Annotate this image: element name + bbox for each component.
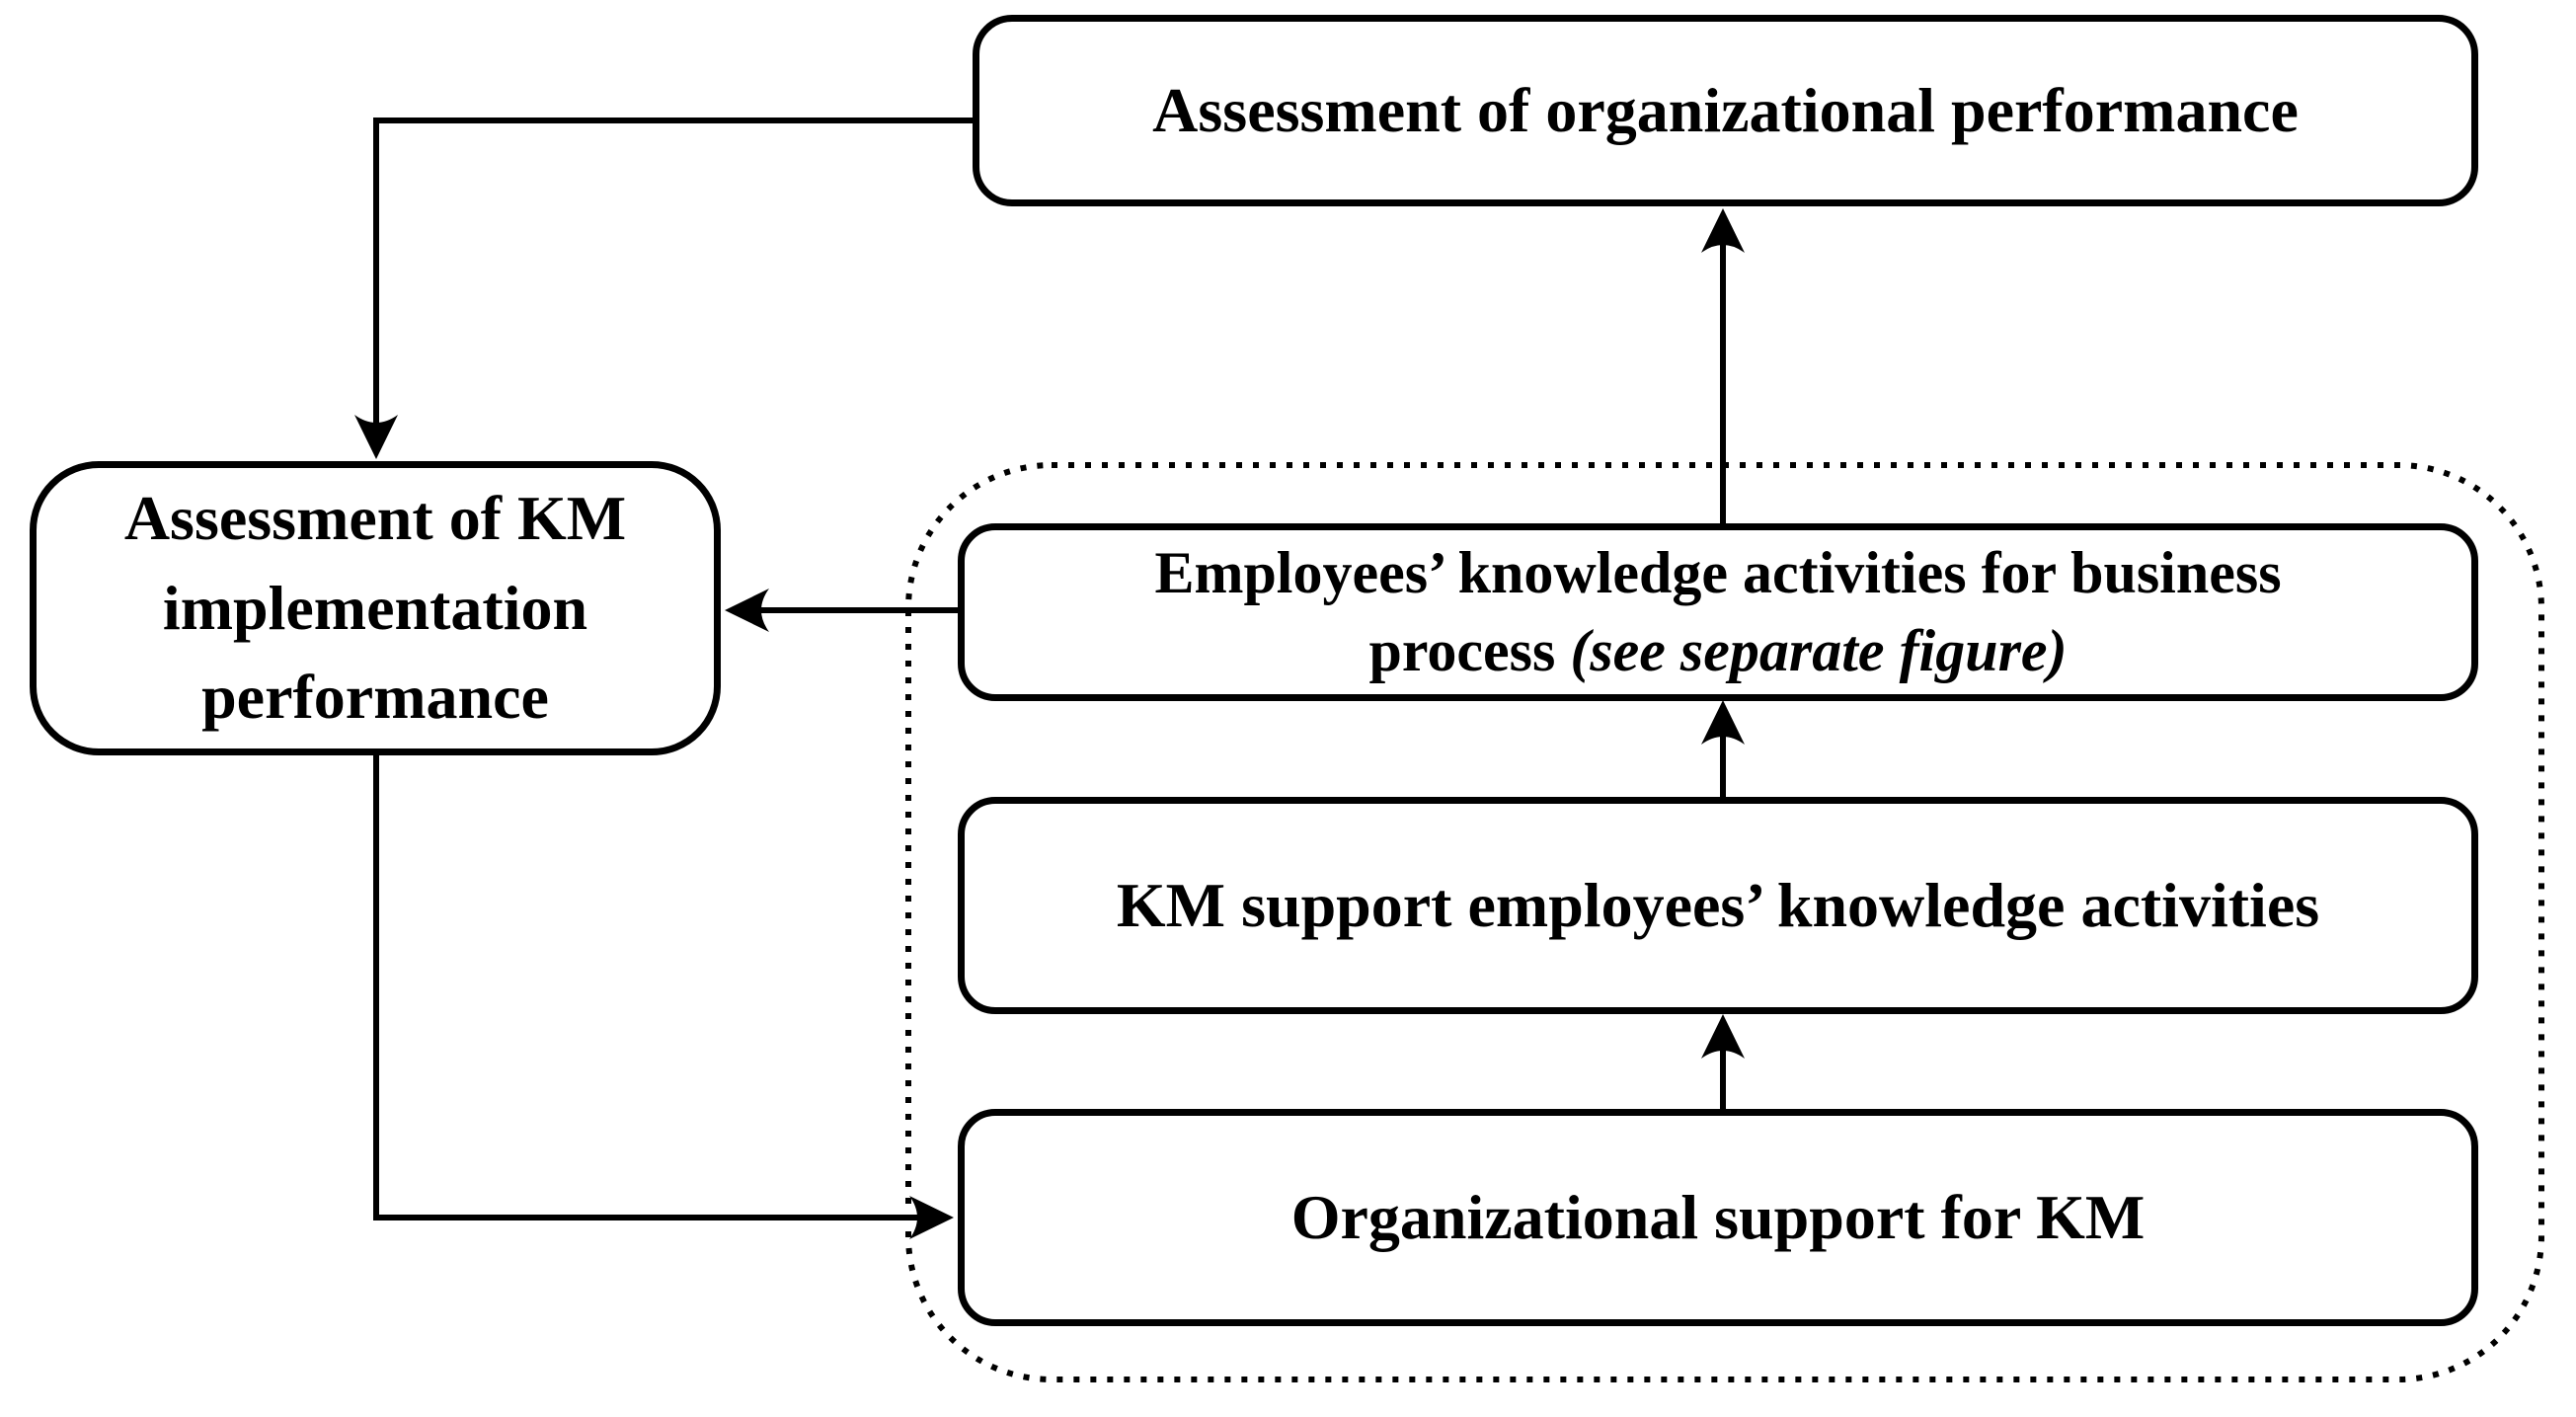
arrowhead-up-icon — [1701, 700, 1745, 745]
arrow-employees-to-kmimpl — [725, 589, 958, 632]
box-label: Assessment of KM implementation performa… — [124, 474, 626, 744]
arrowhead-up-icon — [1701, 208, 1745, 253]
box-label-line: implementation — [162, 572, 588, 643]
box-label: Organizational support for KM — [1290, 1182, 2146, 1252]
arrowhead-left-icon — [725, 589, 769, 632]
box-assessment-of-km-implementation-performance: Assessment of KM implementation performa… — [30, 461, 721, 755]
box-label-line: Employees’ knowledge activities for busi… — [1154, 539, 2282, 605]
box-label: Employees’ knowledge activities for busi… — [1154, 534, 2281, 690]
box-label-line: performance — [201, 662, 549, 733]
arrowhead-up-icon — [1701, 1014, 1745, 1059]
box-label-line: process (see separate figure) — [1154, 612, 2281, 690]
arrow-employees-to-orgperf — [1701, 208, 1745, 523]
arrow-orgsupport-to-kmsupport — [1701, 1014, 1745, 1109]
box-employees-knowledge-activities: Employees’ knowledge activities for busi… — [958, 523, 2478, 701]
box-label-line-italic: (see separate figure) — [1570, 618, 2068, 683]
box-assessment-of-organizational-performance: Assessment of organizational performance — [973, 15, 2478, 206]
arrowhead-down-icon — [354, 415, 398, 459]
arrow-orgperf-to-kmimpl — [354, 118, 973, 459]
box-label-line-normal: process — [1368, 618, 1571, 683]
arrow-kmimpl-to-orgsupport — [373, 755, 954, 1239]
box-km-support-employees-knowledge-activities: KM support employees’ knowledge activiti… — [958, 797, 2478, 1014]
arrowhead-right-icon — [909, 1196, 954, 1239]
box-label: Assessment of organizational performance — [1152, 75, 2299, 145]
box-label: KM support employees’ knowledge activiti… — [1116, 870, 2320, 940]
box-organizational-support-for-km: Organizational support for KM — [958, 1109, 2478, 1326]
box-label-line: Assessment of KM — [123, 482, 627, 553]
arrow-kmsupport-to-employees — [1701, 700, 1745, 797]
